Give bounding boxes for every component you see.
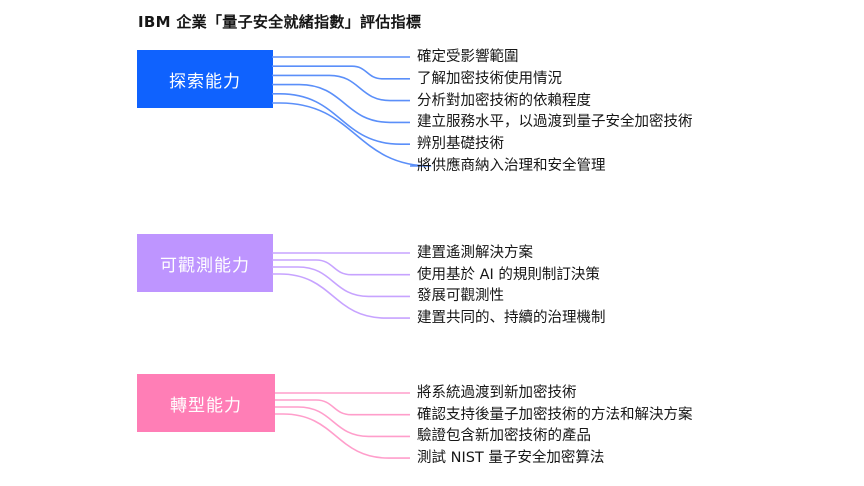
connector-line <box>272 93 410 145</box>
indicator-item: 了解加密技術使用情況 <box>417 70 562 87</box>
connector-line <box>272 65 410 80</box>
connector-line <box>275 413 410 459</box>
capability-label: 轉型能力 <box>170 395 242 416</box>
indicator-item: 確認支持後量子加密技術的方法和解決方案 <box>417 406 693 423</box>
capability-box-transformation: 轉型能力 <box>137 374 275 432</box>
indicator-item: 辨別基礎技術 <box>417 136 504 153</box>
capability-box-exploration: 探索能力 <box>137 50 273 108</box>
connector-line <box>272 83 410 124</box>
connector-line <box>272 266 410 298</box>
capability-box-observability: 可觀測能力 <box>137 234 273 292</box>
indicator-item: 建立服務水平，以過渡到量子安全加密技術 <box>417 114 693 131</box>
indicator-item: 建置遙測解決方案 <box>417 245 533 261</box>
indicator-item: 建置共同的、持續的治理機制 <box>417 310 606 327</box>
indicator-item: 確定受影響範圍 <box>417 49 519 65</box>
connector-line <box>272 273 410 319</box>
indicator-item: 驗證包含新加密技術的產品 <box>417 428 591 445</box>
diagram-title: IBM 企業「量子安全就緒指數」評估指標 <box>138 13 422 31</box>
connector-line <box>275 399 410 416</box>
indicator-item: 分析對加密技術的依賴程度 <box>417 92 591 109</box>
indicator-item: 使用基於 AI 的規則制訂決策 <box>417 266 600 283</box>
capability-label: 可觀測能力 <box>160 255 250 276</box>
connector-line <box>272 259 410 276</box>
indicator-item: 將系統過渡到新加密技術 <box>417 385 577 401</box>
indicator-item: 將供應商納入治理和安全管理 <box>417 158 606 174</box>
connector-line <box>272 102 432 167</box>
indicator-item: 發展可觀測性 <box>417 288 504 305</box>
indicator-item: 測試 NIST 量子安全加密算法 <box>417 450 605 467</box>
capability-label: 探索能力 <box>169 71 241 92</box>
connector-line <box>275 406 410 438</box>
connector-line <box>272 74 410 102</box>
